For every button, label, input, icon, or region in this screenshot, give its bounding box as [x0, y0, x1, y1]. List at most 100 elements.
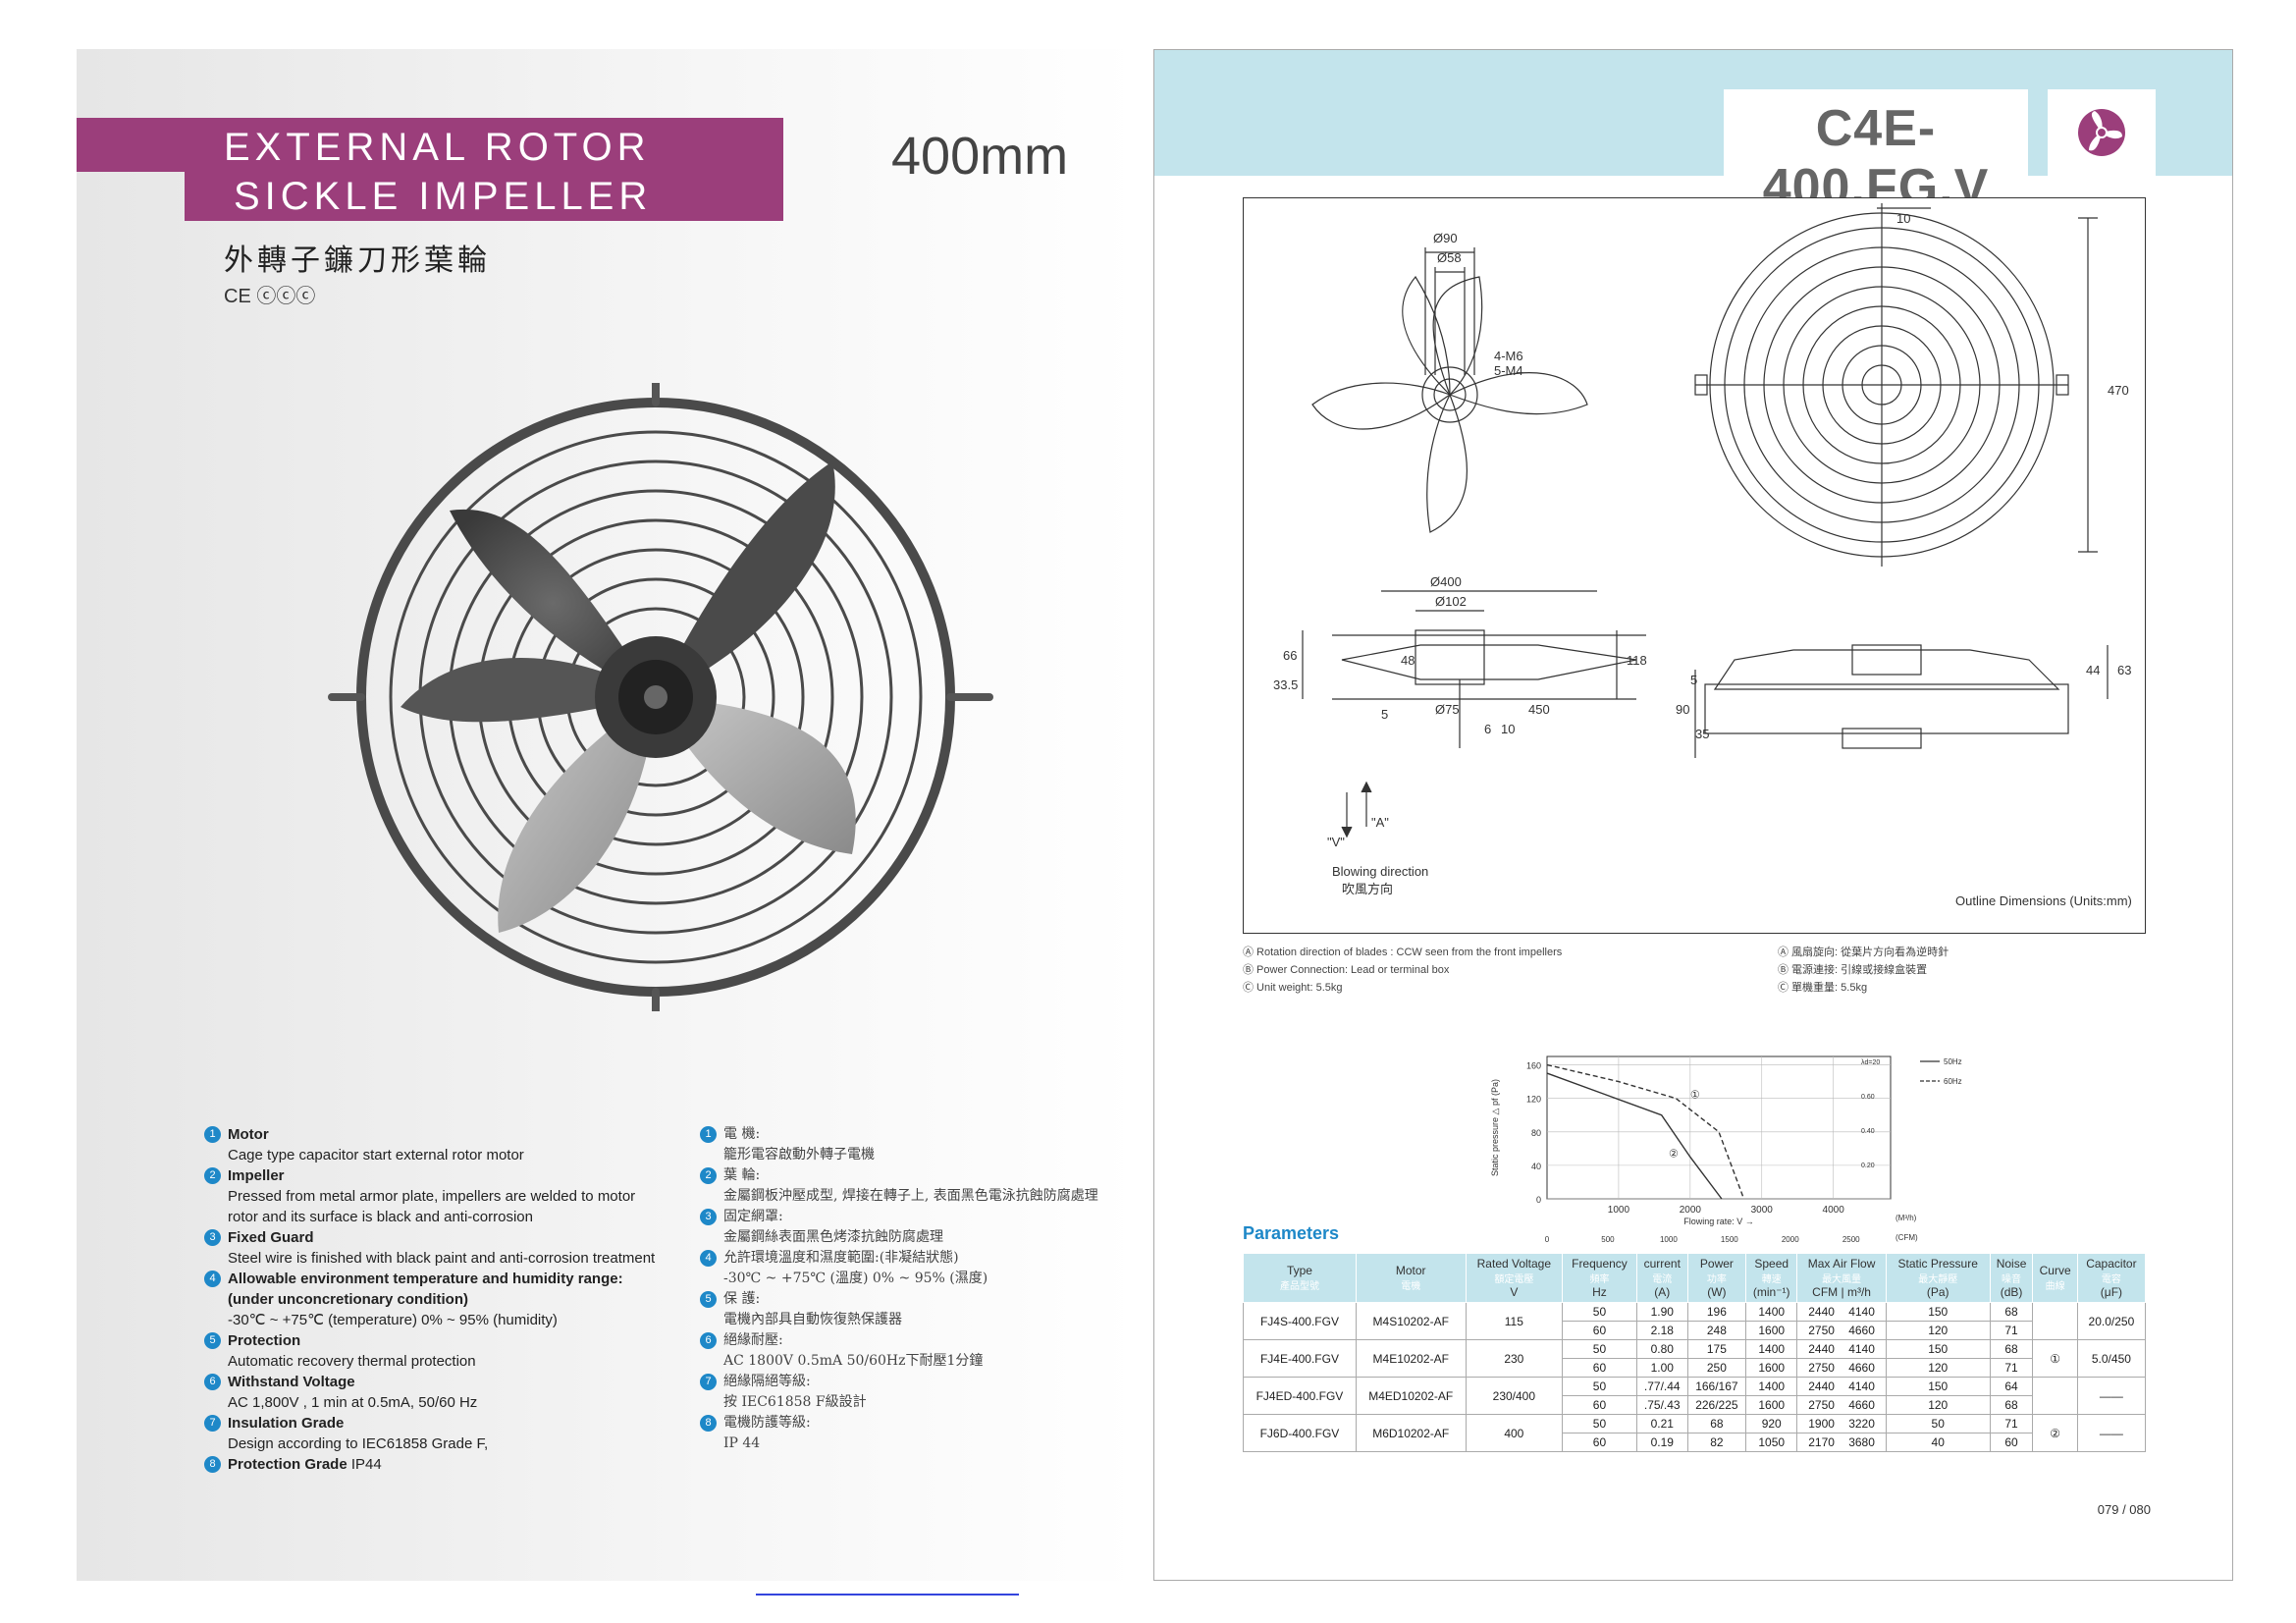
x-unit-top: (M³/h)	[1896, 1214, 1917, 1222]
legend-60hz: 60Hz	[1944, 1077, 1962, 1086]
cell-noise: 64	[1989, 1377, 2034, 1396]
spec-number: 6	[700, 1332, 717, 1349]
spec-title: Protection	[228, 1332, 301, 1349]
header-en: Speed	[1754, 1257, 1789, 1271]
header-unit: V	[1510, 1285, 1519, 1299]
legend-50hz: 50Hz	[1944, 1057, 1962, 1066]
right-curve-label: 0.40	[1861, 1128, 1875, 1135]
spec-text-cn: IP 44	[723, 1435, 761, 1451]
spec-number: 1	[700, 1126, 717, 1143]
link-underline[interactable]	[756, 1594, 1019, 1596]
cell-current: 0.80	[1635, 1339, 1688, 1359]
x-tick-label: 4000	[1823, 1205, 1845, 1216]
header-en: Rated Voltage	[1476, 1257, 1552, 1271]
header-unit: (dB)	[2000, 1285, 2023, 1299]
dim-d470: 470	[2108, 383, 2129, 398]
spec-number: 1	[204, 1126, 221, 1143]
header-bar: C4E-400.FG.V	[1154, 50, 2232, 216]
left-page: EXTERNAL ROTOR SICKLE IMPELLER 400mm 外轉子…	[77, 49, 1137, 1581]
y-tick-label: 0	[1536, 1195, 1541, 1205]
title-line-2: SICKLE IMPELLER	[234, 175, 653, 218]
cell-frequency: 50	[1562, 1377, 1637, 1396]
header-en: Max Air Flow	[1807, 1257, 1876, 1271]
header-cn: 電流	[1652, 1274, 1673, 1285]
cell-voltage: 115	[1465, 1302, 1564, 1340]
dim-d102: Ø102	[1435, 594, 1467, 609]
parameters-title: Parameters	[1243, 1223, 1340, 1243]
header-en: Type	[1286, 1264, 1312, 1277]
right-curve-label: 0.20	[1861, 1163, 1875, 1169]
spec-title-cn: 絕緣耐壓:	[723, 1332, 783, 1348]
fan-product-photo	[328, 383, 993, 1011]
spec-number: 7	[700, 1374, 717, 1390]
spec-text: Automatic recovery thermal protection	[228, 1353, 476, 1370]
spec-title-cn: 固定網罩:	[723, 1209, 783, 1224]
dim-d58: Ø58	[1437, 250, 1462, 265]
y-axis-label: Static pressure △ pf (Pa)	[1490, 1079, 1500, 1176]
cell-pressure: 120	[1885, 1321, 1991, 1340]
blowing-direction-cn: 吹風方向	[1342, 882, 1393, 896]
spec-title: Withstand Voltage	[228, 1374, 355, 1390]
cell-curve: ①	[2032, 1339, 2078, 1378]
spec-number: 5	[204, 1332, 221, 1349]
dim-d63: 63	[2117, 663, 2131, 677]
header-cn: 電容	[2101, 1274, 2121, 1285]
header-cn: 電機	[1401, 1281, 1421, 1292]
header-cn: 曲線	[2045, 1281, 2065, 1292]
cell-curve	[2032, 1302, 2078, 1340]
x-tick-label-cfm: 1000	[1660, 1235, 1678, 1244]
dim-d10: 10	[1896, 211, 1910, 226]
cell-power: 250	[1686, 1358, 1747, 1378]
cell-frequency: 50	[1562, 1302, 1637, 1322]
cell-frequency: 50	[1562, 1339, 1637, 1359]
y-tick-label: 160	[1526, 1061, 1541, 1071]
cell-noise: 71	[1989, 1321, 2034, 1340]
cell-pressure: 150	[1885, 1302, 1991, 1322]
header-en: Power	[1699, 1257, 1734, 1271]
curve-label: ①	[1690, 1090, 1700, 1102]
cell-voltage: 230	[1465, 1339, 1564, 1378]
header-cn: 轉速	[1761, 1274, 1782, 1285]
technical-drawing: Ø90 Ø58 4-M6 5-M4 10 470 Ø400 Ø102 Ø75 6…	[1273, 203, 2132, 908]
dim-d90: Ø90	[1433, 231, 1458, 245]
cell-noise: 71	[1989, 1414, 2034, 1434]
x-tick-label-cfm: 2000	[1782, 1235, 1799, 1244]
cell-noise: 71	[1989, 1358, 2034, 1378]
curve-label: ②	[1669, 1148, 1679, 1160]
cell-capacitor: ——	[2076, 1414, 2147, 1452]
spec-number: 8	[700, 1415, 717, 1432]
x-axis-label: Flowing rate: V →	[1683, 1217, 1754, 1226]
cell-speed: 920	[1745, 1414, 1798, 1434]
header-cn: 功率	[1706, 1274, 1727, 1285]
cell-current: 1.00	[1635, 1358, 1688, 1378]
spec-title: Fixed Guard	[228, 1229, 314, 1246]
spec-title: Motor	[228, 1126, 269, 1143]
cell-current: 2.18	[1635, 1321, 1688, 1340]
cell-pressure: 40	[1885, 1433, 1991, 1452]
spec-text: -30℃ ~ +75℃ (temperature) 0% ~ 95% (humi…	[228, 1312, 558, 1328]
spec-text-cn: 電機內部具自動恢復熱保護器	[723, 1312, 902, 1327]
cell-speed: 1600	[1745, 1395, 1798, 1415]
title-cn: 外轉子鐮刀形葉輪	[224, 243, 491, 278]
